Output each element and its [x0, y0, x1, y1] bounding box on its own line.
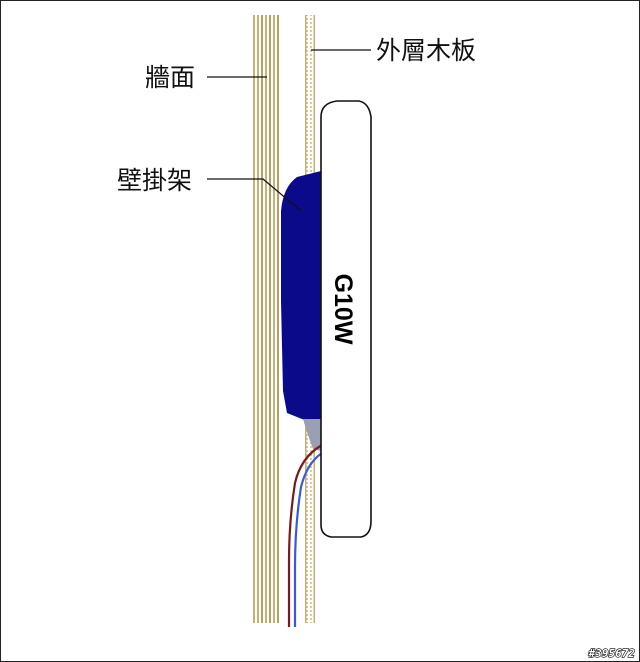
device-model-label: G10W: [329, 274, 357, 345]
blue-cable: [293, 452, 323, 627]
red-cable: [287, 444, 323, 627]
label-wall-surface: 牆面: [145, 63, 195, 92]
g10w-device: [320, 100, 372, 538]
label-wall-bracket: 壁掛架: [117, 166, 192, 195]
wall-bracket-shape: [281, 171, 321, 421]
label-outer-wood-panel: 外層木板: [376, 36, 476, 65]
watermark-id: #395672: [588, 647, 636, 660]
wall-surface: [253, 15, 279, 623]
leader-wall-bracket: [207, 178, 302, 212]
bracket-lower-gradient: [303, 419, 321, 451]
